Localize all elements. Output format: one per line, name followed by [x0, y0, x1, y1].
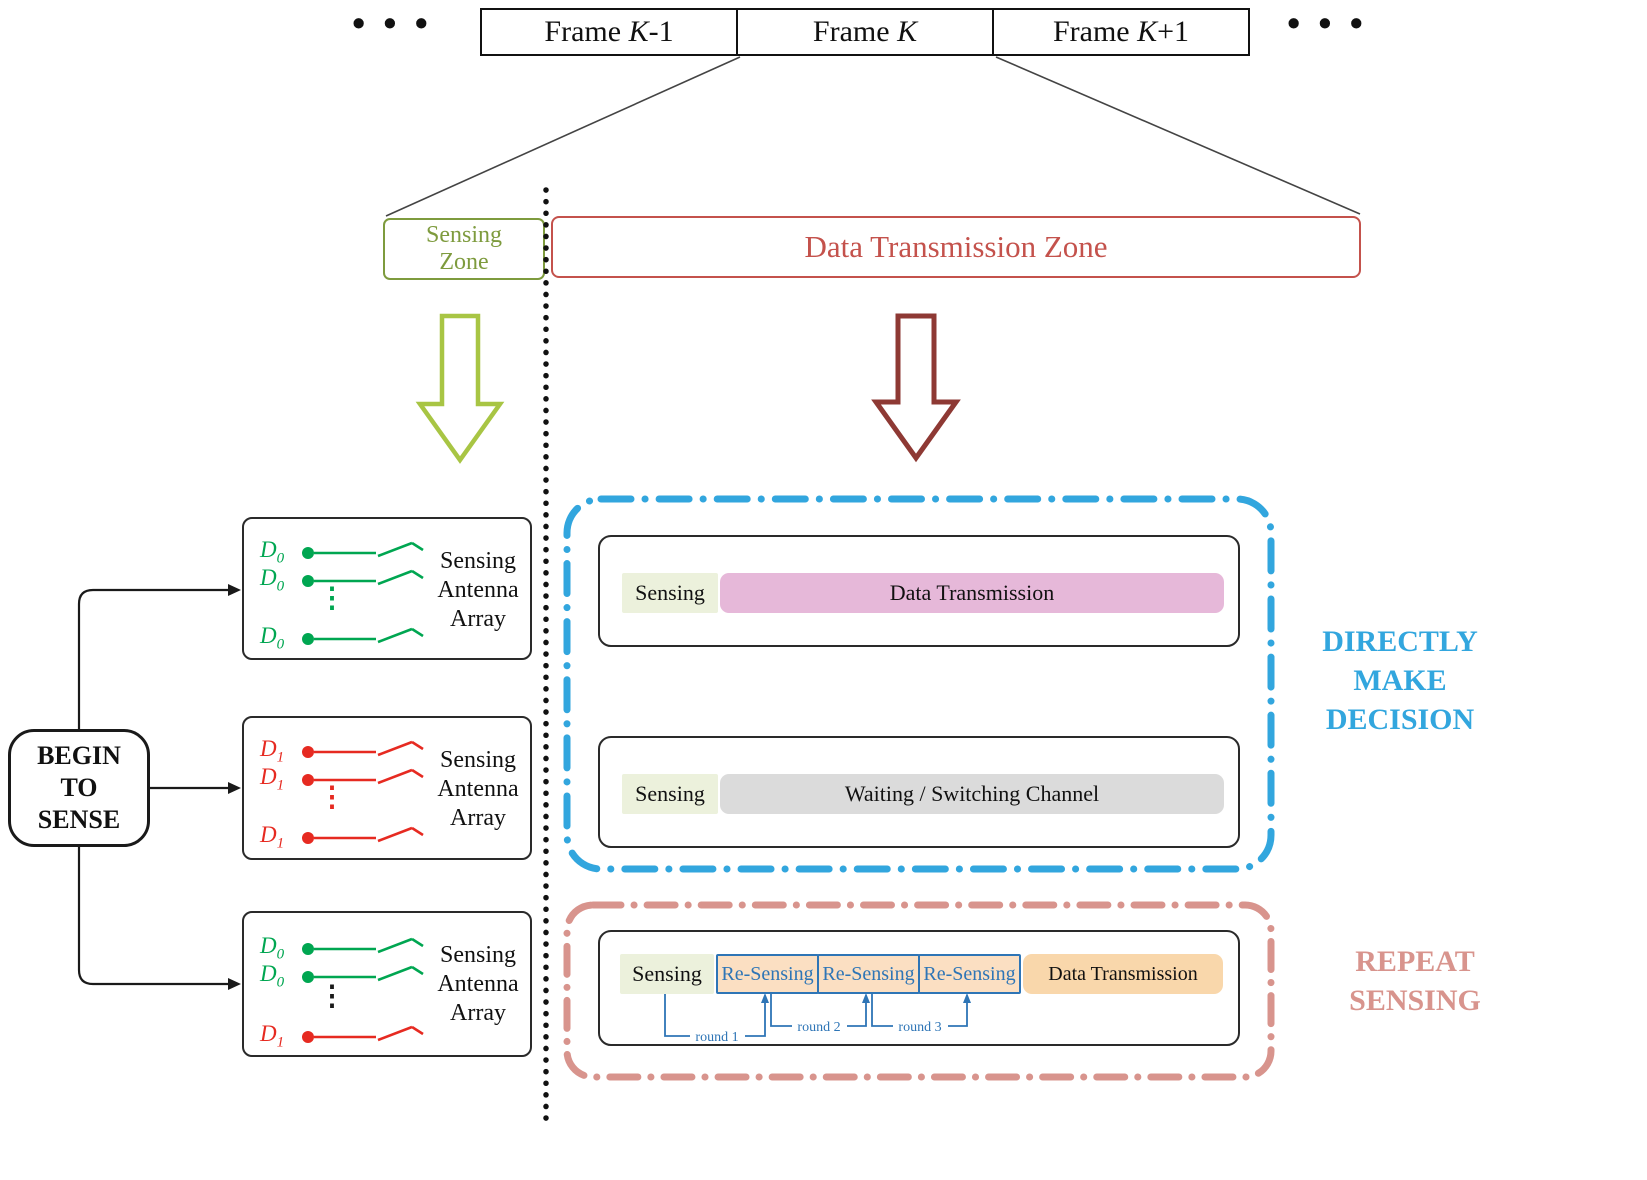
switch-icon: [302, 826, 424, 844]
data-transmission-bar-orange: Data Transmission: [1023, 954, 1223, 994]
data-transmission-bar: Data Transmission: [720, 573, 1224, 613]
frame-variable: K: [897, 15, 918, 48]
frame-timeline: Frame K-1 Frame K Frame K+1: [480, 8, 1250, 56]
antenna-row: D0: [260, 960, 435, 991]
frame-cell-k-plus-1: Frame K+1: [992, 8, 1250, 56]
begin-line1: BEGIN: [37, 741, 121, 770]
antenna-row-label: D0: [260, 622, 285, 653]
vertical-ellipsis: ⋮: [318, 981, 346, 1012]
sensing-zone-box: Sensing Zone: [383, 218, 545, 280]
begin-to-sense-box: BEGIN TO SENSE: [8, 729, 150, 847]
re-sensing-chip-1: Re-Sensing: [716, 954, 819, 994]
re-sensing-chip-3: Re-Sensing: [918, 954, 1021, 994]
repeat-sensing-row-box: Sensing Re-Sensing Re-Sensing Re-Sensing…: [598, 930, 1240, 1046]
antenna-row-label: D0: [260, 564, 285, 595]
frame-prefix: Frame: [1052, 15, 1138, 48]
begin-line3: SENSE: [37, 805, 121, 834]
antenna-row-label: D1: [260, 735, 285, 766]
switch-icon: [302, 569, 424, 587]
decision-row-box-waiting: Sensing Waiting / Switching Channel: [598, 736, 1240, 848]
data-zone-down-arrow: [871, 313, 961, 463]
connector-arrowhead: [228, 978, 241, 990]
waiting-switching-bar: Waiting / Switching Channel: [720, 774, 1224, 814]
connector-arrowhead: [228, 584, 241, 596]
switch-icon: [302, 541, 424, 559]
vertical-ellipsis: ⋮: [318, 583, 346, 614]
frame-prefix: Frame: [544, 15, 629, 48]
frame-expansion-line-right: [995, 56, 1361, 215]
sensing-zone-down-arrow: [415, 313, 505, 464]
switch-icon: [302, 768, 424, 786]
switch-icon: [302, 937, 424, 955]
connector-begin-to-array1: [77, 588, 228, 729]
antenna-row-label: D1: [260, 1020, 285, 1051]
connector-begin-to-array3: [77, 847, 228, 986]
antenna-row-label: D1: [260, 821, 285, 852]
sensing-zone-label-line1: Sensing: [425, 222, 502, 249]
sensing-chip: Sensing: [622, 573, 718, 613]
timeline-dots-left: •••: [352, 3, 446, 45]
decision-row-box-transmit: Sensing Data Transmission: [598, 535, 1240, 647]
antenna-row: D0: [260, 622, 435, 653]
vertical-ellipsis: ⋮: [318, 782, 346, 813]
timeline-dots-right: •••: [1287, 3, 1381, 45]
antenna-row: D0: [260, 932, 435, 963]
antenna-row: D1: [260, 735, 435, 766]
switch-icon: [302, 740, 424, 758]
switch-icon: [302, 627, 424, 645]
directly-make-decision-label: DIRECTLY MAKE DECISION: [1322, 625, 1478, 736]
connector-arrowhead: [228, 782, 241, 794]
antenna-row: D0: [260, 536, 435, 567]
antenna-row: D0: [260, 564, 435, 595]
frame-suffix: +1: [1157, 15, 1190, 48]
frame-prefix: Frame: [812, 15, 898, 48]
antenna-row-label: D0: [260, 932, 285, 963]
frame-variable: K: [628, 15, 649, 48]
re-sensing-chip-2: Re-Sensing: [817, 954, 920, 994]
antenna-row-label: D0: [260, 536, 285, 567]
antenna-row-label: D0: [260, 960, 285, 991]
sensing-zone-label-line2: Zone: [439, 249, 489, 275]
frame-cell-k-minus-1: Frame K-1: [480, 8, 738, 56]
frame-suffix: -1: [648, 15, 674, 48]
sensing-chip: Sensing: [620, 954, 714, 994]
repeat-sensing-label: REPEAT SENSING: [1349, 945, 1481, 1017]
frame-cell-k: Frame K: [736, 8, 994, 56]
data-transmission-zone-label: Data Transmission Zone: [804, 229, 1108, 264]
begin-line2: TO: [60, 773, 98, 802]
antenna-row: D1: [260, 821, 435, 852]
data-transmission-zone-box: Data Transmission Zone: [551, 216, 1361, 278]
antenna-row-label: D1: [260, 763, 285, 794]
antenna-row: D1: [260, 1020, 435, 1051]
frame-variable: K: [1137, 15, 1158, 48]
switch-icon: [302, 1025, 424, 1043]
frame-expansion-line-left: [385, 56, 741, 217]
sensing-chip: Sensing: [622, 774, 718, 814]
antenna-row: D1: [260, 763, 435, 794]
switch-icon: [302, 965, 424, 983]
